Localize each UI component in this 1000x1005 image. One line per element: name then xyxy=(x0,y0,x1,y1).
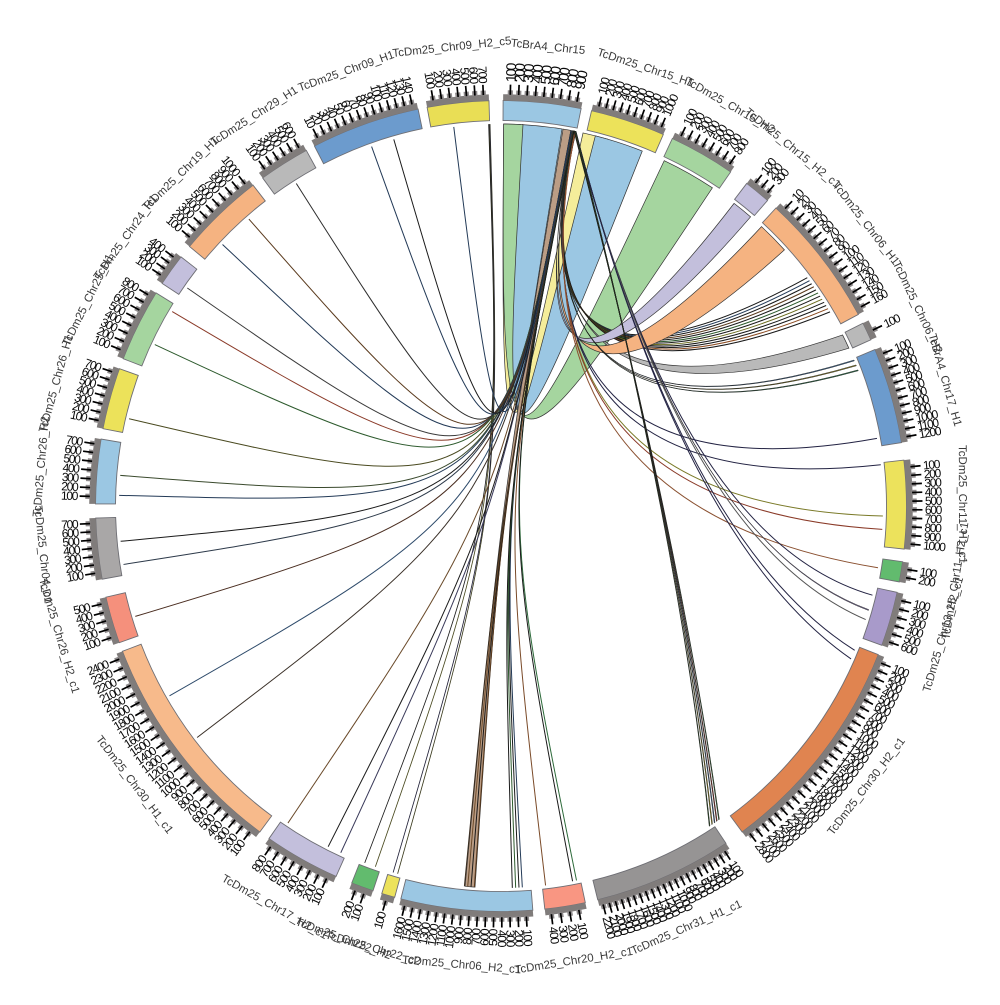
svg-text:1000: 1000 xyxy=(923,538,947,554)
svg-text:700: 700 xyxy=(61,517,79,532)
svg-text:700: 700 xyxy=(475,66,490,84)
